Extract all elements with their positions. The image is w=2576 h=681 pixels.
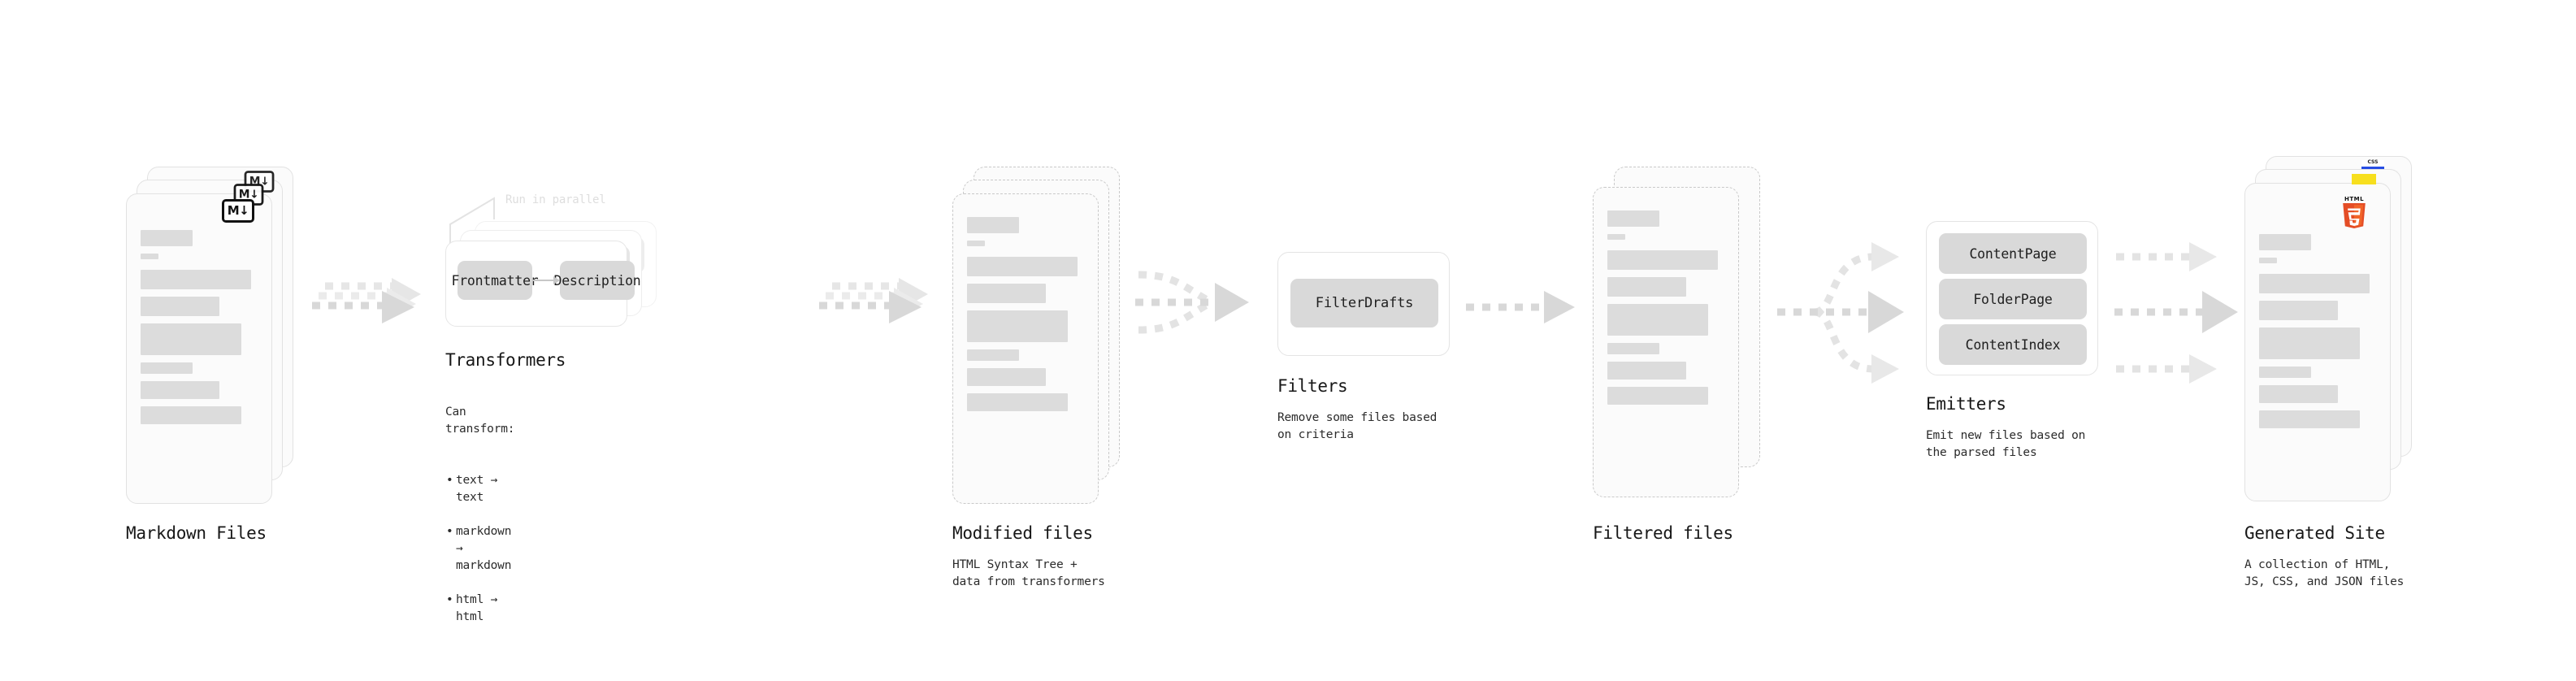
- emitter-pill-folderpage[interactable]: FolderPage: [1939, 279, 2087, 319]
- file-card-front: [2244, 183, 2391, 501]
- filtered-file-stack: [1593, 167, 1760, 508]
- generated-site-stack: CSS HTML: [2244, 156, 2412, 514]
- emitter-pill-contentindex[interactable]: ContentIndex: [1939, 324, 2087, 365]
- content-bar: [967, 241, 985, 246]
- content-bar: [2259, 234, 2311, 250]
- stage-markdown-files: M↓ M↓ M↓ Markdown Files: [126, 167, 293, 543]
- arrow-filtered-to-emitters: [1776, 237, 1922, 388]
- transformer-card-stack: Frontmatter Description: [445, 221, 657, 327]
- content-bar: [141, 254, 158, 259]
- stage-filtered-files: Filtered files: [1593, 167, 1760, 543]
- file-card-content: [1607, 210, 1724, 412]
- stage-generated-site: CSS HTML Generated Site A collection of …: [2244, 156, 2412, 591]
- stage-label-filtered-files: Filtered files: [1593, 523, 1733, 543]
- content-bar: [141, 406, 241, 424]
- js-icon: [2352, 174, 2376, 184]
- stage-label-modified-files: Modified files: [952, 523, 1093, 543]
- transformer-card-front: Frontmatter Description: [445, 241, 641, 327]
- stage-modified-files: Modified files HTML Syntax Tree + data f…: [952, 167, 1120, 591]
- file-card-content: [2259, 234, 2376, 436]
- content-bar: [2259, 258, 2277, 263]
- content-bar: [141, 230, 193, 246]
- filters-description: Remove some files based on criteria: [1277, 411, 1438, 442]
- filters-box: FilterDrafts: [1277, 252, 1450, 356]
- content-bar: [967, 284, 1046, 303]
- file-card-front: [126, 193, 272, 504]
- content-bar: [967, 310, 1068, 342]
- content-bar: [2259, 367, 2311, 378]
- stage-emitters: ContentPage FolderPage ContentIndex Emit…: [1926, 221, 2098, 462]
- content-bar: [967, 217, 1019, 233]
- file-card-front: [952, 193, 1099, 504]
- transformer-pill-frontmatter[interactable]: Frontmatter: [451, 261, 539, 300]
- content-bar: [141, 323, 241, 355]
- transformers-desc-list: text → text markdown → markdown html → h…: [445, 455, 514, 643]
- css-icon-bar: [2361, 167, 2384, 169]
- emitters-box: ContentPage FolderPage ContentIndex: [1926, 221, 2098, 375]
- transformer-row: Frontmatter Description: [451, 261, 641, 300]
- stage-filters: FilterDrafts Filters Remove some files b…: [1277, 252, 1450, 444]
- arrow-filters-to-filtered: [1464, 289, 1586, 327]
- file-card-content: [967, 217, 1084, 419]
- stage-label-filters: Filters: [1277, 376, 1348, 396]
- content-bar: [2259, 385, 2338, 403]
- css-icon: CSS: [2361, 160, 2384, 169]
- transformer-pill-description[interactable]: Description: [553, 261, 641, 300]
- transformers-desc-item: markdown → markdown: [446, 523, 514, 575]
- transformers-desc-item: html → html: [446, 592, 514, 626]
- run-in-parallel-annotation: [449, 192, 538, 247]
- markdown-file-stack: M↓ M↓ M↓: [126, 167, 293, 508]
- content-bar: [967, 368, 1046, 386]
- markdown-icon: M↓: [222, 199, 254, 223]
- content-bar: [1607, 277, 1686, 297]
- file-card-front: [1593, 187, 1739, 497]
- emitter-pill-contentpage[interactable]: ContentPage: [1939, 233, 2087, 274]
- arrow-transformers-to-modified: [817, 278, 939, 333]
- content-bar: [141, 381, 219, 399]
- transformers-description: Can transform: text → text markdown → ma…: [445, 387, 515, 660]
- transformers-desc-item: text → text: [446, 472, 514, 506]
- content-bar: [1607, 250, 1718, 270]
- content-bar: [967, 393, 1068, 411]
- stage-label-emitters: Emitters: [1926, 394, 2006, 414]
- content-bar: [2259, 301, 2338, 320]
- run-in-parallel-label: Run in parallel: [505, 193, 606, 206]
- stage-label-transformers: Transformers: [445, 350, 566, 370]
- html5-icon-word: HTML: [2344, 196, 2365, 202]
- arrow-emitters-to-site: [2113, 237, 2259, 388]
- content-bar: [967, 257, 1078, 276]
- content-bar: [141, 270, 251, 289]
- css-icon-label: CSS: [2367, 159, 2379, 165]
- modified-files-description: HTML Syntax Tree + data from transformer…: [952, 558, 1105, 589]
- arrow-markdown-to-transformers: [310, 278, 432, 333]
- content-bar: [1607, 234, 1625, 240]
- filter-pill-filterdrafts[interactable]: FilterDrafts: [1290, 279, 1438, 327]
- content-bar: [1607, 210, 1659, 227]
- file-card-content: [141, 230, 258, 432]
- content-bar: [1607, 343, 1659, 354]
- content-bar: [967, 349, 1019, 361]
- content-bar: [141, 362, 193, 374]
- content-bar: [1607, 387, 1708, 405]
- html5-icon: HTML: [2340, 196, 2368, 228]
- content-bar: [1607, 362, 1686, 380]
- stage-label-markdown-files: Markdown Files: [126, 523, 267, 543]
- content-bar: [141, 297, 219, 316]
- content-bar: [2259, 327, 2360, 359]
- arrow-modified-to-filters: [1134, 258, 1264, 348]
- emitters-description: Emit new files based on the parsed files: [1926, 429, 2086, 460]
- content-bar: [2259, 274, 2370, 293]
- modified-file-stack: [952, 167, 1120, 508]
- stage-label-generated-site: Generated Site: [2244, 523, 2385, 543]
- generated-site-description: A collection of HTML, JS, CSS, and JSON …: [2244, 558, 2405, 589]
- transformers-desc-intro: Can transform:: [445, 406, 515, 436]
- content-bar: [1607, 304, 1708, 336]
- content-bar: [2259, 410, 2360, 428]
- transform-arrow-icon: [532, 276, 560, 284]
